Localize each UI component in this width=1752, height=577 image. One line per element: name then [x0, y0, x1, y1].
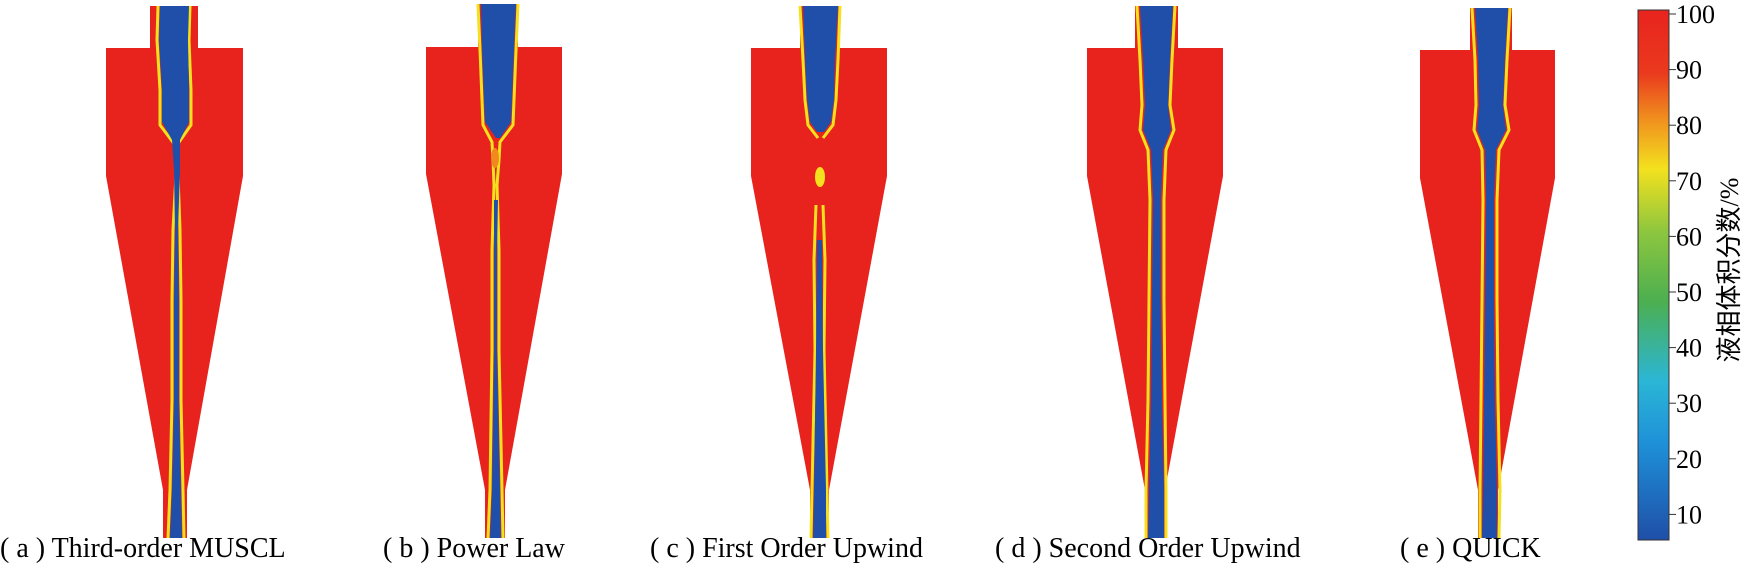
colorbar-tick-label: 40	[1676, 334, 1702, 363]
air-core-a	[159, 6, 189, 538]
caption-c: ( c ) First Order Upwind	[650, 533, 923, 564]
caption-b: ( b ) Power Law	[383, 533, 565, 564]
hydrocyclone-panel-e	[1420, 7, 1555, 539]
colorbar: 100 90 80 70 60 50 40 30 20 10 液相体积分数/%	[1637, 0, 1744, 541]
colorbar-title: 液相体积分数/%	[1715, 178, 1744, 363]
colorbar-tick-label: 90	[1676, 56, 1702, 85]
air-core-outline-d	[1135, 5, 1152, 538]
air-core-c	[803, 6, 838, 132]
caption-d: ( d ) Second Order Upwind	[995, 533, 1301, 564]
colorbar-tick-label: 30	[1676, 389, 1702, 418]
air-core-outline-c	[798, 5, 820, 539]
colorbar-tick-label: 20	[1676, 445, 1702, 474]
air-core-e	[1475, 8, 1508, 538]
hydrocyclone-panel-d	[1087, 5, 1223, 538]
colorbar-tick-label: 10	[1676, 500, 1702, 529]
colorbar-tick-label: 100	[1676, 0, 1715, 29]
air-core-outline-e	[1470, 7, 1485, 538]
air-core-b-lower	[490, 200, 501, 538]
core-blob-b	[491, 148, 499, 168]
air-core-outline-c2	[821, 5, 842, 539]
colorbar-tick-label: 60	[1676, 222, 1702, 251]
colorbar-tick-label: 70	[1676, 167, 1702, 196]
hydrocyclone-panel-b	[426, 3, 562, 539]
air-core-c-lower	[813, 240, 826, 538]
caption-e: ( e ) QUICK	[1400, 533, 1541, 564]
caption-a: ( a ) Third-order MUSCL	[0, 533, 286, 564]
hydrocyclone-panel-c	[751, 5, 887, 539]
colorbar-gradient	[1637, 9, 1670, 541]
core-blob-c	[815, 167, 825, 187]
colorbar-ticks: 100 90 80 70 60 50 40 30 20 10	[1669, 0, 1715, 529]
air-core-outline-b2	[495, 3, 520, 539]
colorbar-tick-label: 50	[1676, 278, 1702, 307]
air-core-outline-e2	[1495, 7, 1512, 539]
colorbar-tick-label: 80	[1676, 111, 1702, 140]
air-core-b	[481, 4, 516, 138]
air-core-d	[1140, 6, 1173, 538]
hydrocyclone-panel-a	[106, 5, 243, 539]
air-core-outline-d2	[1162, 5, 1177, 538]
